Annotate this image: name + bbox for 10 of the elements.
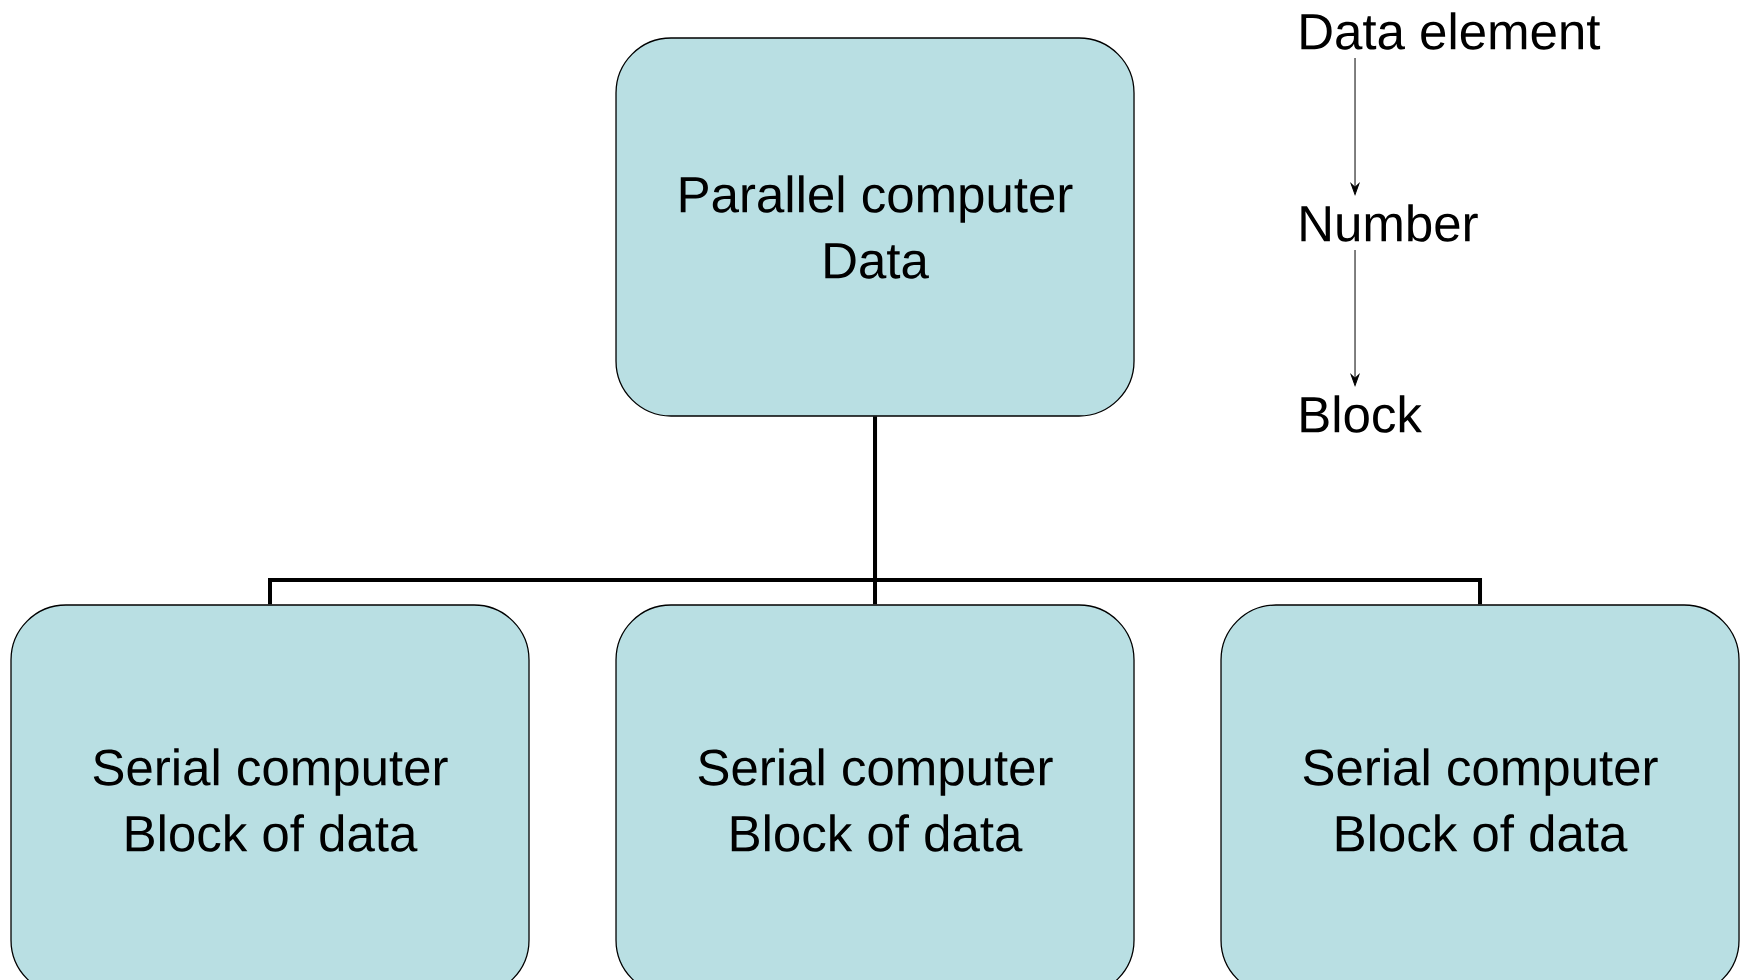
arrow xyxy=(1350,249,1360,387)
connector-line xyxy=(873,416,1482,605)
computer-box: Serial computer Block of data xyxy=(1220,604,1740,980)
computer-box: Parallel computer Data xyxy=(615,37,1135,417)
arrow xyxy=(1350,57,1360,196)
hierarchy-label: Number xyxy=(1301,204,1478,242)
computer-box: Serial computer Block of data xyxy=(10,604,530,980)
hierarchy-label: Data element xyxy=(1301,12,1601,50)
computer-box: Serial computer Block of data xyxy=(615,604,1135,980)
hierarchy-label: Block xyxy=(1301,395,1422,433)
